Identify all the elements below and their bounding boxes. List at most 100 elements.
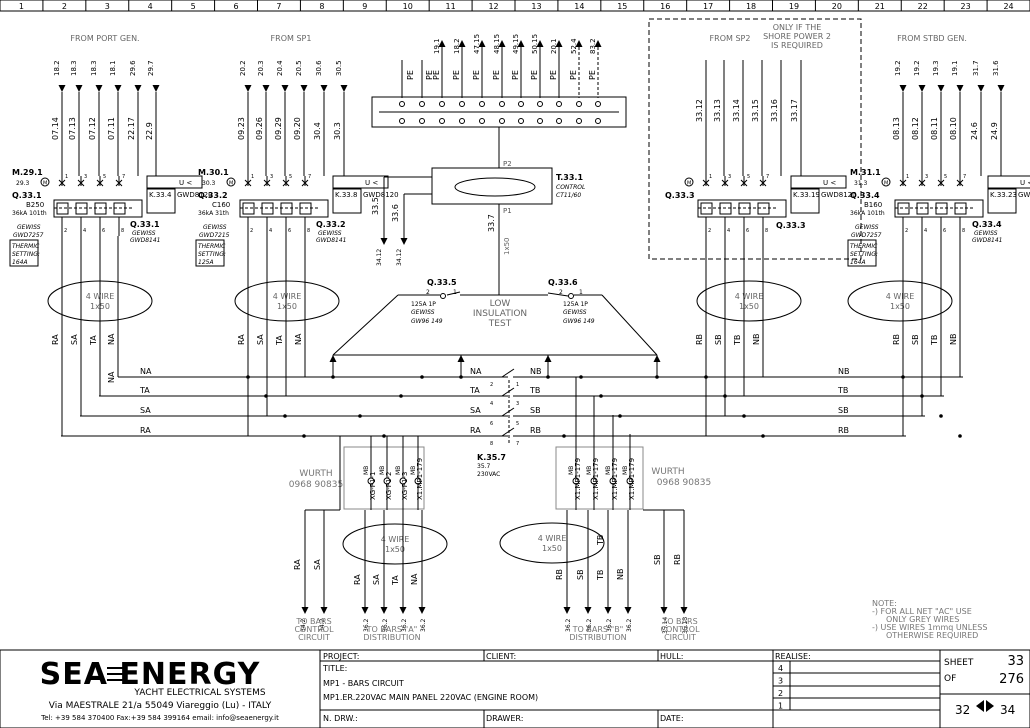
pe-terminal — [399, 101, 405, 107]
aux-box — [790, 188, 820, 214]
column-number: 1 — [19, 2, 24, 11]
column-number: 7 — [276, 2, 281, 11]
wire-number: 09.20 — [293, 117, 302, 140]
junction-dot — [742, 414, 746, 418]
wire-number: 08.10 — [949, 117, 958, 140]
pe-terminal — [499, 118, 505, 124]
top-ref: 30.6 — [315, 60, 323, 76]
pole-number: 3 — [728, 174, 731, 180]
bottom-label: CIRCUIT — [298, 633, 330, 642]
pole-number: 2 — [905, 228, 908, 234]
column-number: 12 — [488, 2, 498, 11]
bottom-ref: 36.2 — [363, 618, 370, 632]
address: Via MAESTRALE 21/a 55049 Viareggio (Lu) … — [49, 701, 272, 711]
arrow-down-icon — [134, 85, 142, 92]
bus-label-b: RB — [838, 426, 849, 435]
wire-number: 24.9 — [990, 122, 999, 140]
pin-num: 3 — [516, 401, 519, 407]
pe-ref: 49.15 — [512, 34, 520, 54]
contactor-ref: 35.7 — [477, 463, 491, 470]
next-arrow-icon — [986, 700, 994, 712]
column-number: 13 — [531, 2, 541, 11]
junction-dot — [331, 375, 335, 379]
pole-number: 1 — [251, 174, 254, 180]
bus-label-b: TB — [837, 386, 848, 395]
wurth-code: 0968 90835 — [289, 480, 343, 490]
breaker-rating: 36kA 101th — [12, 210, 47, 217]
contactor-volt: 230VAC — [477, 471, 500, 478]
thermic-setting: SETTING: — [198, 251, 226, 258]
wire-number: 33.12 — [695, 99, 704, 122]
column-number: 16 — [660, 2, 670, 11]
column-number: 24 — [1003, 2, 1013, 11]
pe-terminal — [399, 118, 405, 124]
bottom-label: TO BARS — [295, 617, 331, 626]
wire-number: 33.13 — [713, 99, 722, 122]
pin-num: 2 — [559, 289, 563, 296]
arrow-down-icon — [281, 85, 289, 92]
arrow-up-icon — [575, 40, 583, 47]
wire-number: 33.17 — [790, 99, 799, 122]
arrow-down-icon — [418, 607, 426, 614]
contact-cross-icon — [282, 179, 290, 187]
pe-terminal — [459, 118, 465, 124]
transformer-p2: P2 — [503, 160, 512, 168]
phase-label: NA — [107, 371, 116, 383]
phase-label: SB — [653, 554, 662, 565]
shore-note: IS REQUIRED — [771, 41, 823, 50]
terminal-id: XG-P1-2 — [385, 472, 393, 500]
junction-dot — [399, 394, 403, 398]
phase-label: TA — [89, 335, 98, 346]
aux-q: Q.33.3 — [776, 221, 806, 230]
pe-terminal — [595, 118, 601, 124]
pe-label: PE — [588, 70, 597, 80]
q335-tag: Q.33.5 — [427, 278, 457, 287]
column-number: 11 — [446, 2, 456, 11]
shore-note: ONLY IF THE — [773, 23, 822, 32]
arrow-down-icon — [584, 607, 592, 614]
arrow-up-icon — [544, 355, 552, 362]
pole-number: 6 — [288, 228, 291, 234]
top-ref: 19.1 — [951, 60, 959, 76]
bus-label-b: NB — [838, 367, 849, 376]
contact-cross-icon — [115, 179, 123, 187]
undervoltage-box — [987, 175, 1030, 189]
contact-blade-icon — [501, 387, 515, 397]
aux-q: Q.33.2 — [316, 220, 346, 229]
pe-ref: 19.1 — [433, 38, 441, 54]
terminal-id: X1.MP1-179 — [628, 458, 636, 500]
cable-oval-b — [499, 522, 605, 564]
note-line: OTHERWISE REQUIRED — [886, 631, 978, 640]
revision-number: 1 — [778, 702, 783, 711]
pe-terminal — [479, 118, 485, 124]
transformer-type: CONTROL — [556, 184, 585, 191]
junction-dot — [618, 414, 622, 418]
phase-label: SB — [576, 569, 585, 580]
brand-logo: SEA ENERGY — [40, 657, 261, 692]
contact-cross-icon — [77, 179, 85, 187]
terminal-block-right — [555, 446, 644, 510]
breaker-make: GEWISS — [17, 224, 41, 231]
top-ref: 20.4 — [276, 60, 284, 76]
contact-cross-icon — [263, 179, 271, 187]
project-label: PROJECT: — [323, 652, 359, 661]
pin-num: 4 — [490, 401, 493, 407]
date-label: DATE: — [660, 714, 684, 723]
wire-number: 30.4 — [313, 122, 322, 140]
wire-number: 33.6 — [391, 204, 400, 222]
arrow-down-icon — [937, 85, 945, 92]
bottom-ref: 36.2 — [382, 618, 389, 632]
pole-number: 5 — [289, 174, 292, 180]
breaker-rating: 36kA 101th — [850, 210, 885, 217]
junction-dot — [420, 375, 424, 379]
bottom-label: TO BARS "A" — [366, 625, 418, 634]
low-insulation-label: TEST — [488, 319, 512, 329]
source-label-sp1: FROM SP1 — [271, 34, 312, 43]
pole-number: 3 — [925, 174, 928, 180]
oval-size: 1x50 — [739, 302, 759, 311]
thermic-setting: 164A — [850, 259, 866, 266]
pe-terminal — [537, 101, 543, 107]
aux-code: GWD8141 — [316, 237, 346, 244]
